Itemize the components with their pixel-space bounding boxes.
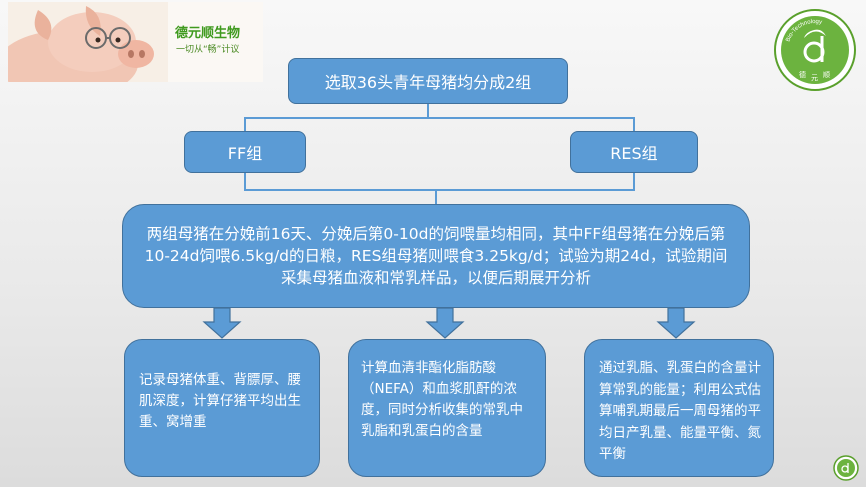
logo-char-2: 元 [811,74,818,82]
logo-char-1: 德 [799,70,806,79]
company-logo: Bio-Technology 德 元 顺 [774,9,856,91]
group-ff-box: FF组 [184,131,306,173]
logo-char-3: 顺 [823,71,830,79]
selection-box: 选取36头青年母猪均分成2组 [288,58,568,104]
measure-box-blood-milk: 计算血清非酯化脂肪酸（NEFA）和血浆肌酐的浓度，同时分析收集的常乳中乳脂和乳蛋… [348,339,546,477]
down-arrow-icon [202,307,696,339]
mini-logo-icon [833,455,859,481]
pig-photo [8,2,168,82]
feeding-description-box: 两组母猪在分娩前16天、分娩后第0-10d的饲喂量均相同，其中FF组母猪在分娩后… [122,204,750,308]
header-banner: 德元顺生物 一切从“畅”计议 [8,2,263,82]
brand-name: 德元顺生物 [175,26,241,41]
group-res-box: RES组 [570,131,698,173]
measure-box-body: 记录母猪体重、背膘厚、腰肌深度，计算仔猪平均出生重、窝增重 [124,339,320,477]
brand-slogan: 一切从“畅”计议 [176,45,240,55]
measure-box-energy: 通过乳脂、乳蛋白的含量计算常乳的能量；利用公式估算哺乳期最后一周母猪的平均日产乳… [584,339,774,477]
